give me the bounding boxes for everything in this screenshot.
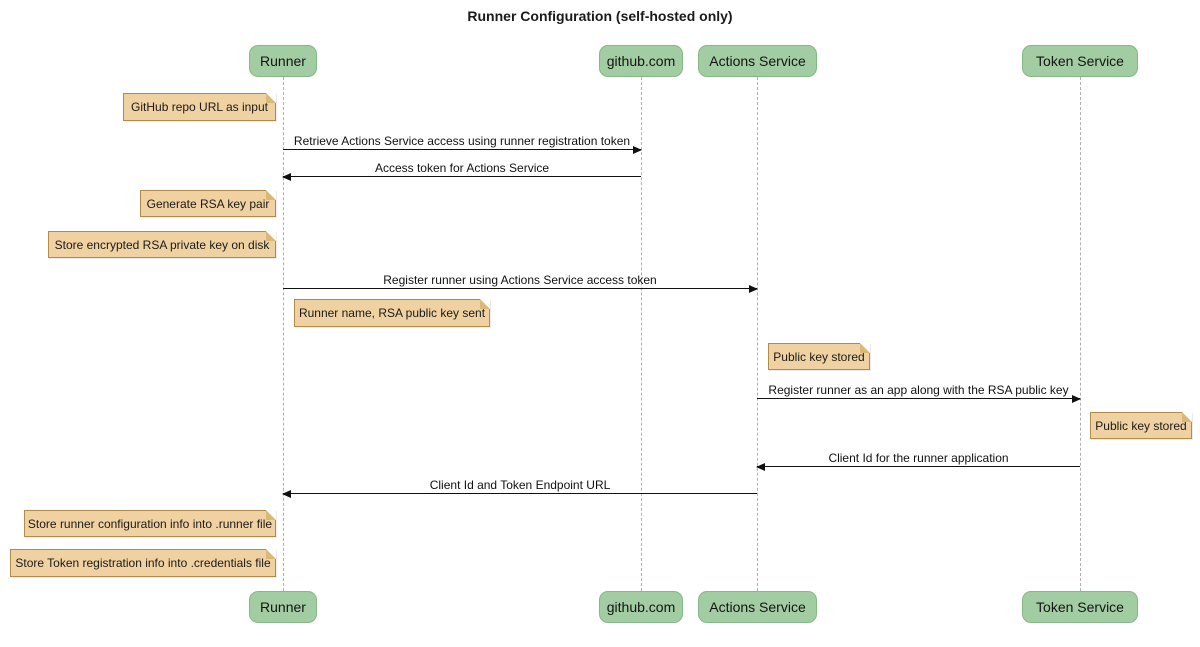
arrow-right-icon [633, 146, 642, 154]
note-generate-rsa: Generate RSA key pair [140, 190, 276, 217]
message-line [283, 493, 757, 494]
message-register-runner: Register runner using Actions Service ac… [283, 271, 758, 293]
participant-runner-bottom: Runner [249, 591, 317, 623]
participant-github-bottom: github.com [599, 591, 683, 623]
message-line [283, 176, 641, 177]
lifeline-github [641, 77, 642, 591]
note-public-key-stored-ts: Public key stored [1090, 412, 1192, 439]
lifeline-actions-service [757, 77, 758, 591]
participant-actions-service-top: Actions Service [698, 45, 817, 77]
message-line [283, 149, 641, 150]
message-retrieve-actions-access: Retrieve Actions Service access using ru… [283, 132, 642, 154]
note-github-repo-url: GitHub repo URL as input [123, 93, 276, 121]
message-line [757, 466, 1080, 467]
message-line [283, 288, 757, 289]
diagram-title: Runner Configuration (self-hosted only) [467, 8, 733, 24]
participant-github-top: github.com [599, 45, 683, 77]
note-store-private-key: Store encrypted RSA private key on disk [48, 231, 276, 258]
note-store-credentials-file: Store Token registration info into .cred… [10, 549, 276, 577]
participant-token-service-bottom: Token Service [1022, 591, 1138, 623]
participant-runner-top: Runner [249, 45, 317, 77]
message-label: Access token for Actions Service [374, 161, 550, 175]
arrow-left-icon [756, 463, 765, 471]
message-label: Register runner as an app along with the… [768, 383, 1069, 397]
lifeline-token-service [1080, 77, 1081, 591]
message-label: Register runner using Actions Service ac… [383, 273, 657, 287]
note-runner-name-sent: Runner name, RSA public key sent [294, 299, 490, 327]
message-label: Client Id and Token Endpoint URL [429, 478, 611, 492]
participant-actions-service-bottom: Actions Service [698, 591, 817, 623]
message-client-id-endpoint: Client Id and Token Endpoint URL [282, 476, 757, 498]
message-label: Client Id for the runner application [828, 451, 1009, 465]
arrow-right-icon [1072, 395, 1081, 403]
message-client-id: Client Id for the runner application [756, 449, 1080, 471]
participant-token-service-top: Token Service [1022, 45, 1138, 77]
arrow-left-icon [282, 173, 291, 181]
lifeline-runner [283, 77, 284, 591]
message-label: Retrieve Actions Service access using ru… [293, 134, 631, 148]
note-public-key-stored-as: Public key stored [768, 343, 870, 370]
message-register-runner-app: Register runner as an app along with the… [757, 381, 1081, 403]
message-line [757, 398, 1080, 399]
note-store-runner-file: Store runner configuration info into .ru… [24, 510, 276, 537]
arrow-right-icon [749, 285, 758, 293]
message-access-token: Access token for Actions Service [282, 159, 641, 181]
arrow-left-icon [282, 490, 291, 498]
